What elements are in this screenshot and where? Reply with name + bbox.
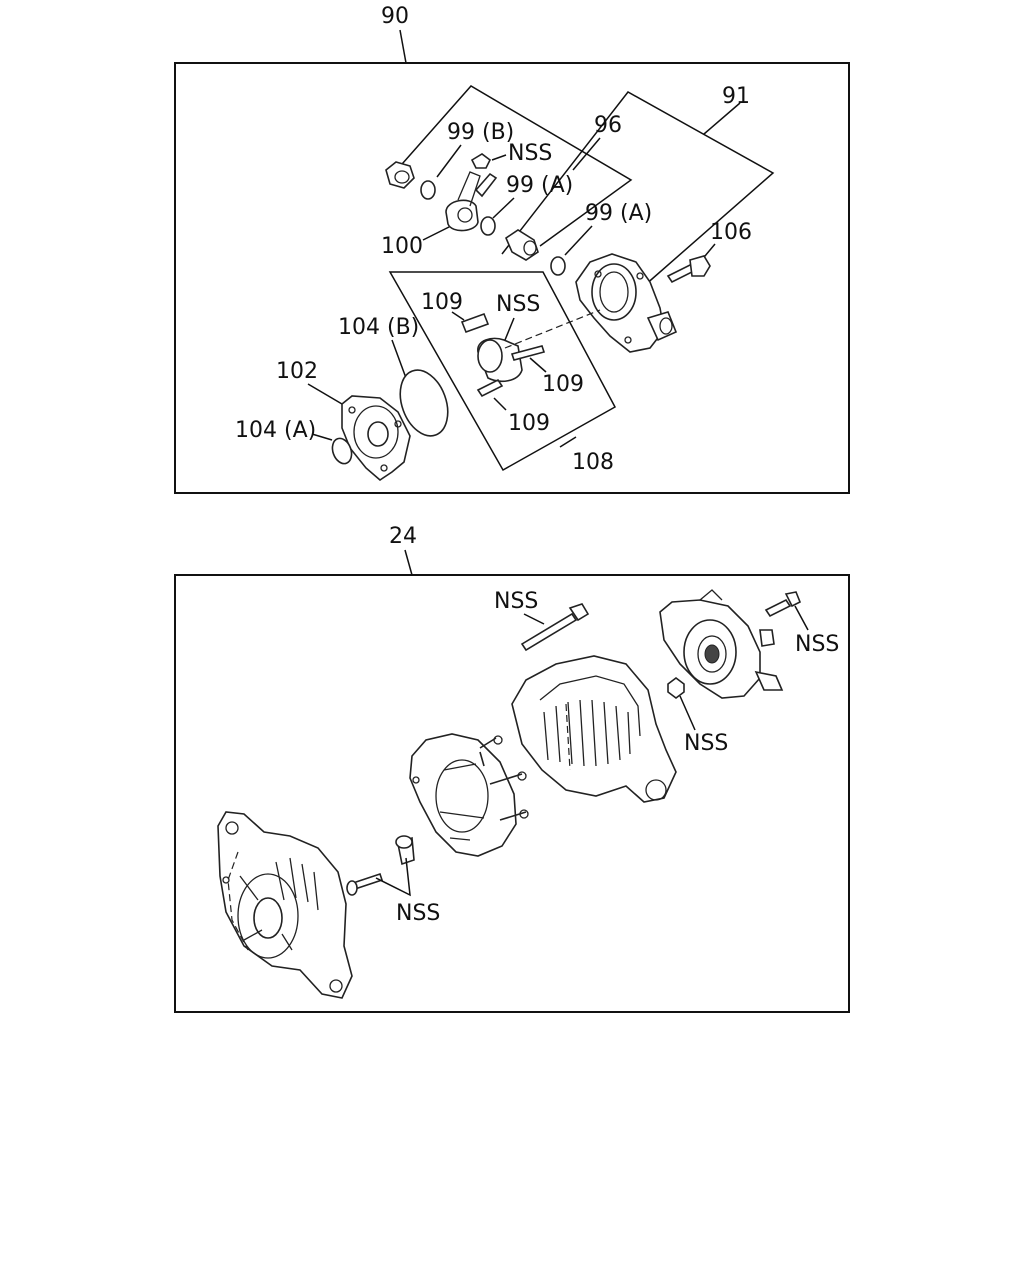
leader-109-3: [493, 397, 507, 411]
bracket-108: [388, 271, 617, 472]
leader-102: [307, 383, 343, 405]
leader-99a-2: [564, 225, 593, 256]
callout-nss-mid: NSS: [496, 292, 540, 317]
leader-nss-mid: [504, 317, 515, 341]
callout-nss-bolt: NSS: [494, 589, 538, 614]
leader-108: [559, 436, 577, 448]
bolt-106-part: [666, 255, 711, 284]
callout-nss-nut: NSS: [684, 731, 728, 756]
lower-panel-frame: [174, 574, 850, 1013]
vacuum-pump-part: [659, 589, 784, 699]
leader-90: [399, 29, 407, 64]
ref-90: 90: [381, 4, 409, 29]
oring-104b-part: [399, 369, 449, 437]
cover-part: [341, 395, 411, 482]
through-bolt-part: [520, 603, 590, 652]
plug-part: [385, 161, 436, 200]
callout-nss-right: NSS: [795, 632, 839, 657]
rotor-part: [460, 309, 601, 398]
left-bolts-part: [346, 835, 415, 896]
leader-91: [703, 102, 741, 135]
callout-100: 100: [381, 234, 423, 259]
callout-99a-1: 99 (A): [506, 173, 573, 198]
callout-109-3: 109: [508, 411, 550, 436]
upper-panel: 90 91 96 99 (B) NSS 99 (A) 99 (A) 100 10…: [174, 4, 850, 494]
nut-part: [667, 677, 685, 699]
fitting-part: [505, 229, 566, 276]
leader-nss-top: [491, 154, 507, 161]
callout-109-2: 109: [542, 372, 584, 397]
rear-housing-part: [511, 655, 677, 803]
leader-99a-1: [492, 197, 515, 219]
callout-104b: 104 (B): [338, 315, 419, 340]
callout-96: 96: [594, 113, 622, 138]
leader-100: [422, 224, 454, 241]
lower-panel: 24 NSS NSS NSS: [174, 524, 850, 1013]
callout-102: 102: [276, 359, 318, 384]
callout-99a-2: 99 (A): [585, 201, 652, 226]
bracket-91: [501, 91, 775, 287]
leader-nss-nut: [679, 695, 696, 731]
leader-nss-left: [375, 857, 411, 897]
bracket-99b: [394, 85, 633, 247]
callout-108: 108: [572, 450, 614, 475]
callout-99b: 99 (B): [447, 120, 514, 145]
callout-104a: 104 (A): [235, 418, 316, 443]
callout-109-1: 109: [421, 290, 463, 315]
leader-104a: [311, 433, 333, 441]
leader-109-2: [529, 357, 547, 373]
stator-part: [409, 733, 529, 857]
ref-24: 24: [389, 524, 417, 549]
leader-99b: [436, 144, 462, 178]
front-housing-part: [217, 811, 353, 999]
upper-panel-frame: [174, 62, 850, 494]
oring-104a-part: [331, 437, 353, 465]
leader-96: [572, 137, 601, 171]
pump-housing-part: [575, 253, 678, 353]
leader-109-1: [451, 311, 465, 321]
leader-nss-right: [794, 605, 809, 631]
banjo-part: [445, 153, 498, 236]
leader-104b: [391, 339, 407, 379]
callout-106: 106: [710, 220, 752, 245]
callout-91: 91: [722, 84, 750, 109]
leader-nss-bolt: [523, 613, 545, 625]
callout-nss-left: NSS: [396, 901, 440, 926]
leader-24: [404, 549, 413, 576]
right-bolt-part: [764, 591, 802, 618]
callout-nss-top: NSS: [508, 141, 552, 166]
